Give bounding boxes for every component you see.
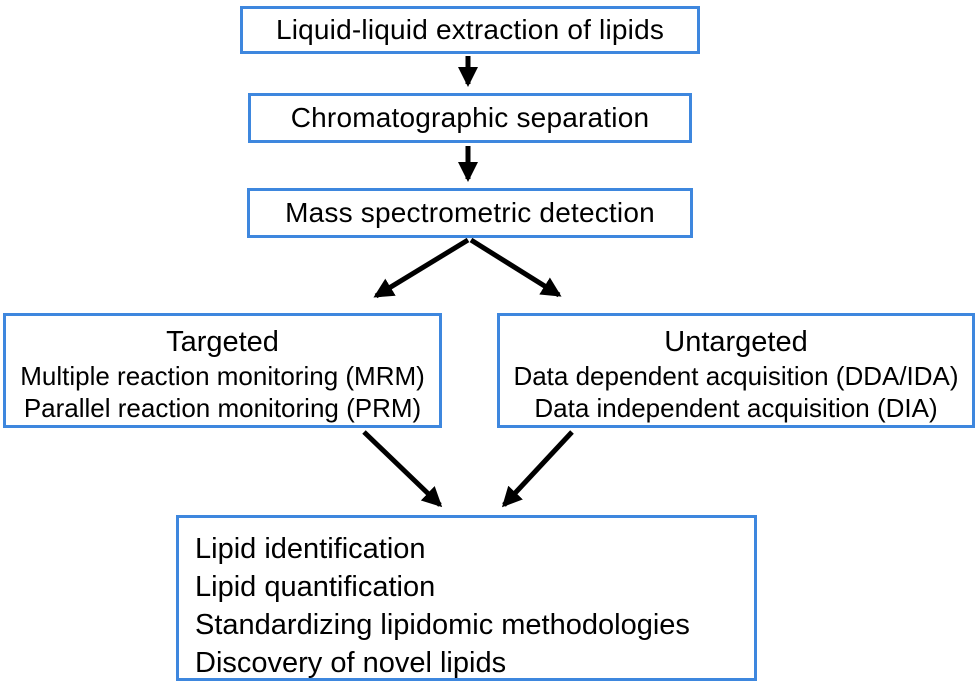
outcome-lipid-identification: Lipid identification xyxy=(195,533,426,565)
targeted-line-mrm: Multiple reaction monitoring (MRM) xyxy=(20,361,425,391)
untargeted-line-dda: Data dependent acquisition (DDA/IDA) xyxy=(513,361,959,391)
outcome-standardizing-methodologies: Standardizing lipidomic methodologies xyxy=(195,609,690,641)
step-label-extraction: Liquid-liquid extraction of lipids xyxy=(275,14,665,45)
arrow-targeted-to-outcomes xyxy=(362,430,443,508)
box-liquid-liquid-extraction: Liquid-liquid extraction of lipids xyxy=(240,6,700,54)
outcome-discovery-novel-lipids: Discovery of novel lipids xyxy=(195,647,507,679)
box-chromatographic-separation: Chromatographic separation xyxy=(248,93,692,143)
box-targeted: Targeted Multiple reaction monitoring (M… xyxy=(3,313,442,428)
outcome-lipid-quantification: Lipid quantification xyxy=(195,571,436,603)
step-label-ms-detection: Mass spectrometric detection xyxy=(285,197,655,228)
arrow-untargeted-to-outcomes xyxy=(501,430,574,508)
box-untargeted: Untargeted Data dependent acquisition (D… xyxy=(497,313,975,428)
untargeted-line-dia: Data independent acquisition (DIA) xyxy=(534,393,938,423)
box-mass-spectrometric-detection: Mass spectrometric detection xyxy=(247,188,693,238)
targeted-line-prm: Parallel reaction monitoring (PRM) xyxy=(23,393,422,423)
untargeted-title: Untargeted xyxy=(664,326,808,358)
arrow-ms-to-untargeted xyxy=(469,237,562,298)
box-outcomes: Lipid identification Lipid quantificatio… xyxy=(176,515,757,681)
targeted-title: Targeted xyxy=(166,326,279,358)
arrow-ms-to-targeted xyxy=(373,237,470,299)
step-label-chromatography: Chromatographic separation xyxy=(290,102,650,133)
